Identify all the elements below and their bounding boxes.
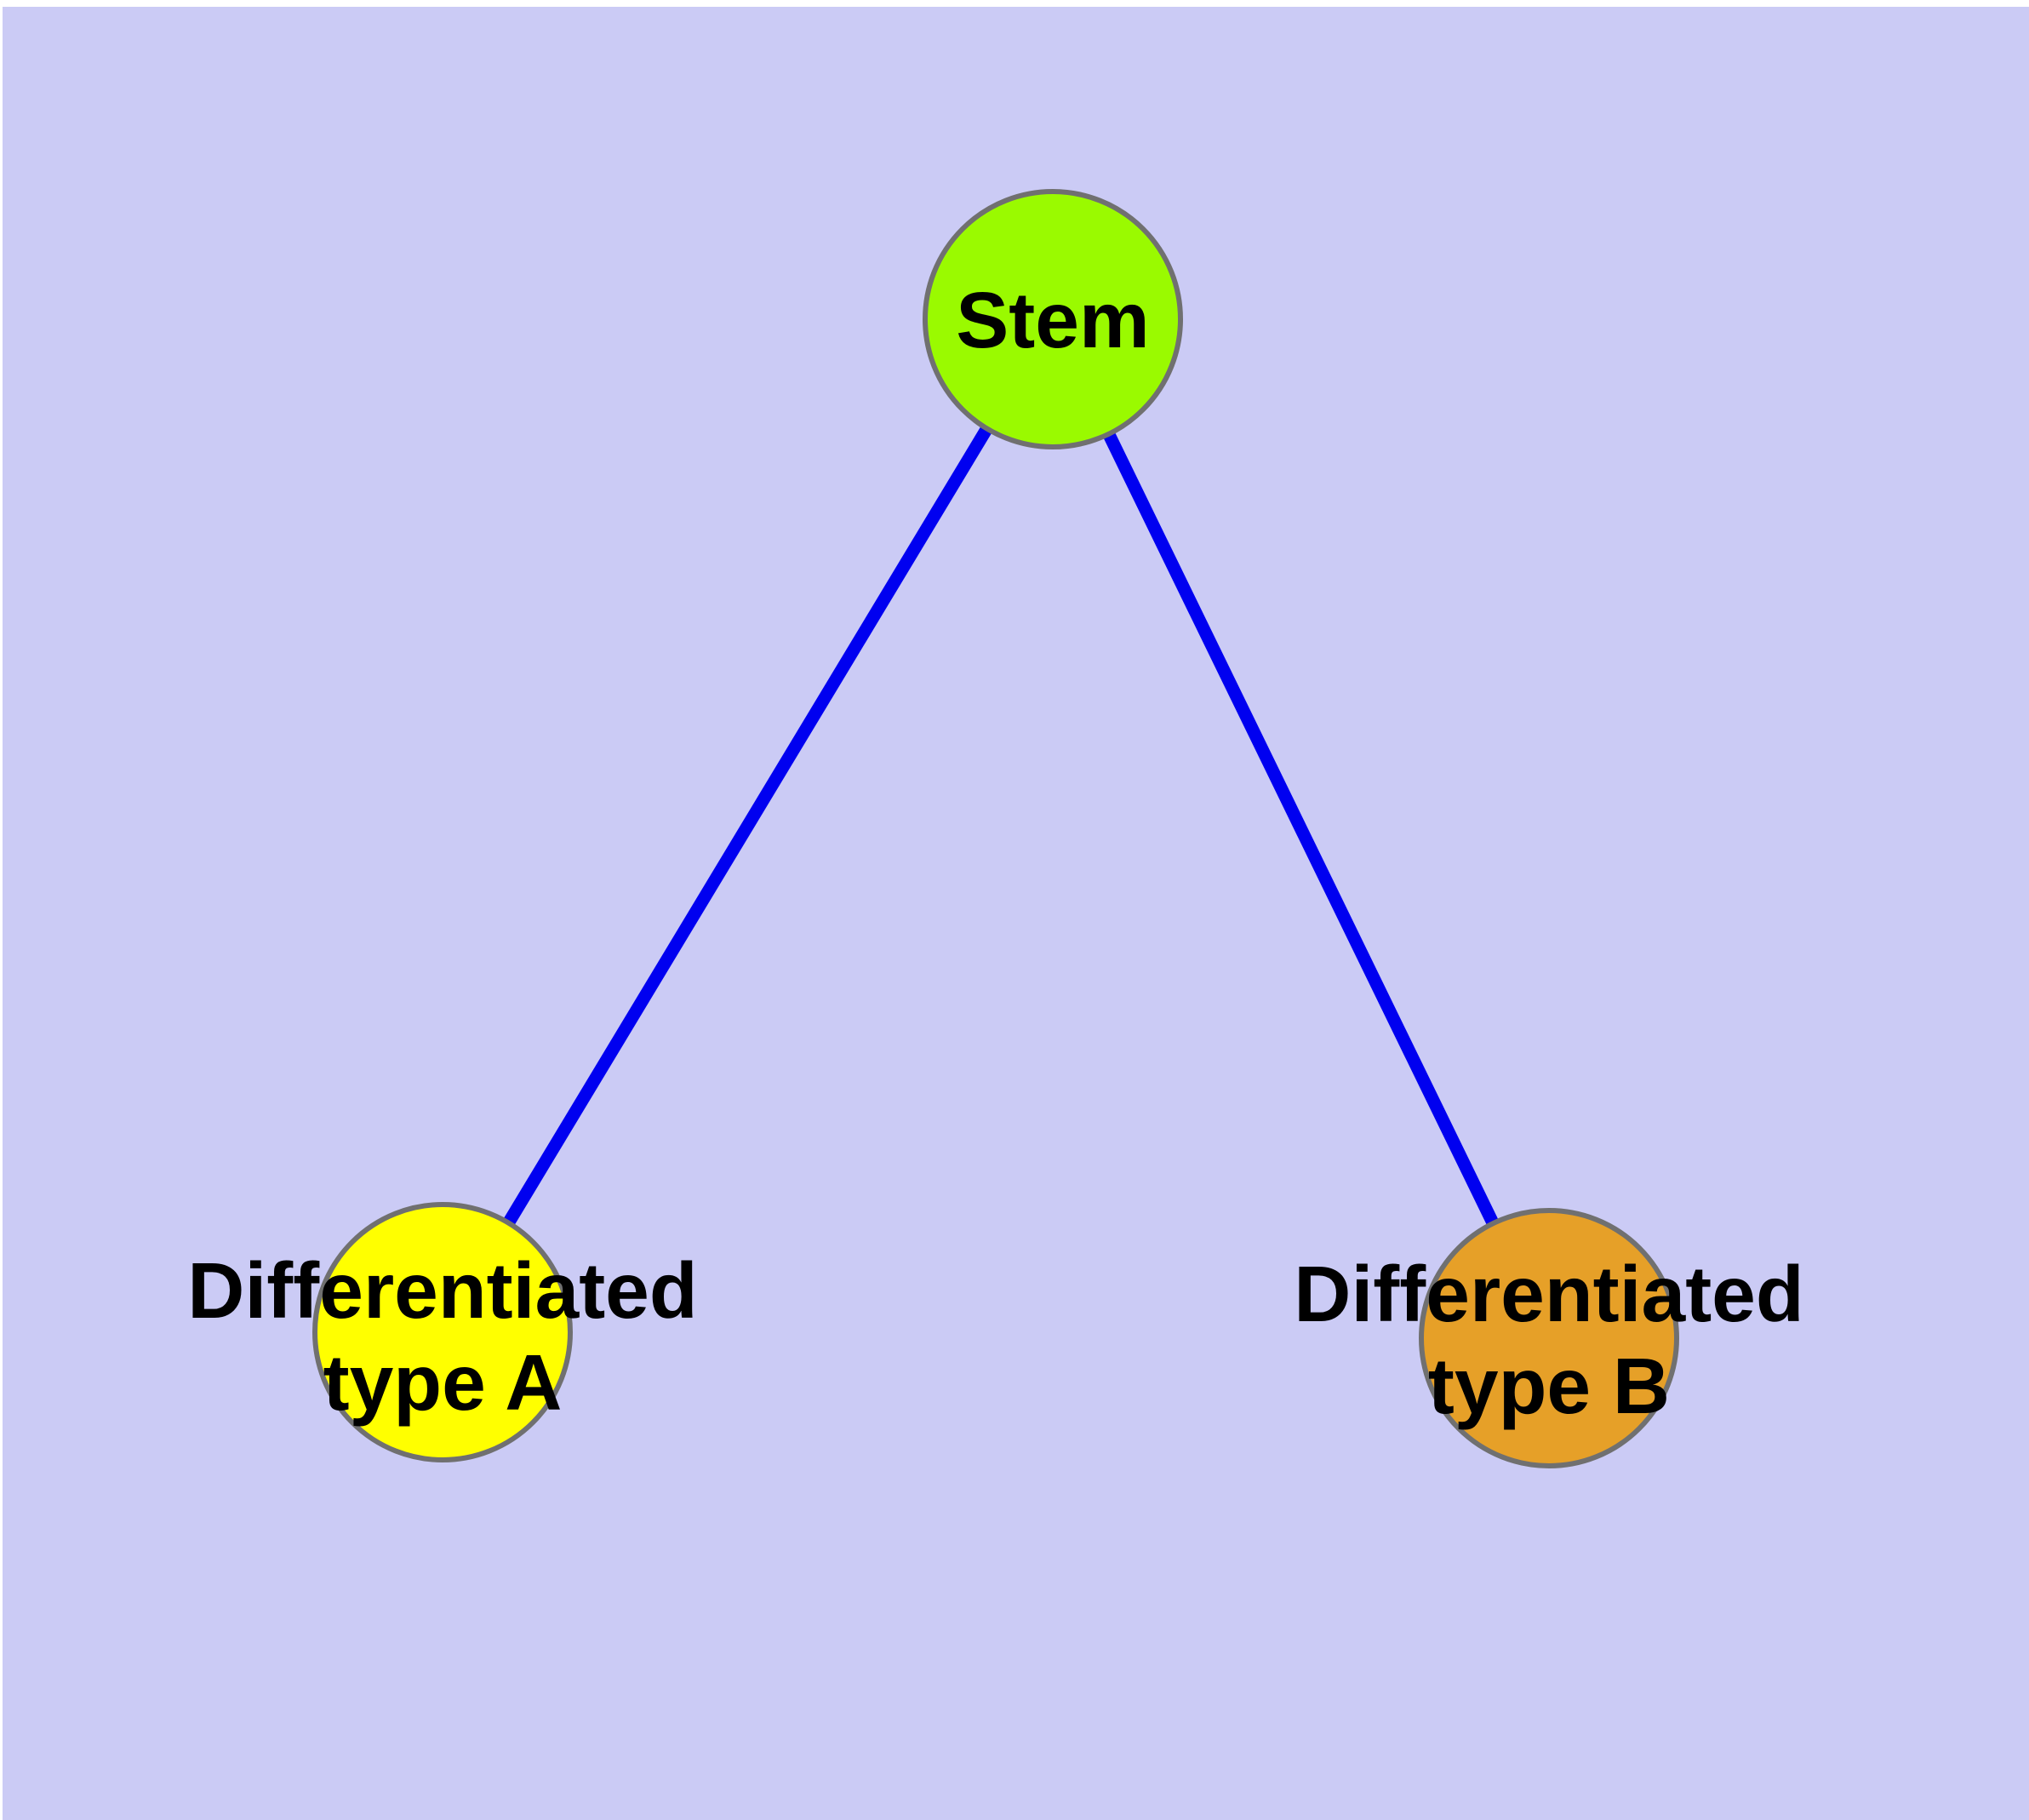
node-type-a-label-line1: Differentiated <box>187 1246 697 1335</box>
edge-layer <box>437 316 1555 1342</box>
node-type-b-label-line2: type B <box>1428 1342 1670 1430</box>
edge-stem-to-type-b <box>1047 316 1555 1342</box>
node-stem-label: Stem <box>956 276 1149 364</box>
node-differentiated-type-b <box>1419 1208 1679 1468</box>
node-layer <box>312 189 1679 1468</box>
label-layer: Stem Differentiated type A Differentiate… <box>187 276 1803 1430</box>
edge-stem-to-type-a <box>437 316 1059 1336</box>
node-differentiated-type-a <box>312 1202 573 1462</box>
node-type-a-label-line2: type A <box>323 1338 563 1427</box>
node-type-b-label-line1: Differentiated <box>1294 1250 1803 1338</box>
node-stem <box>923 189 1183 449</box>
